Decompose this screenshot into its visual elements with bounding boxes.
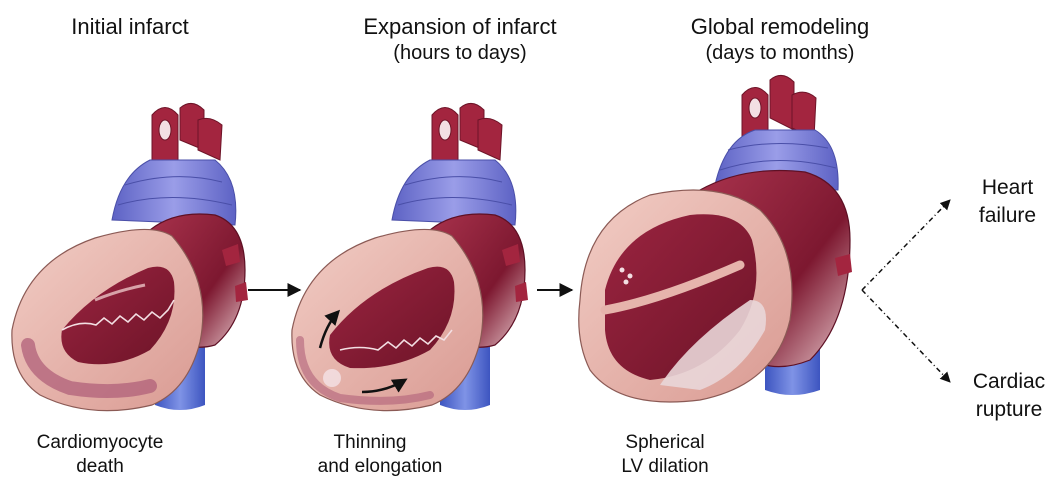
outcome-heart-failure-line1: Heart	[960, 176, 1055, 200]
stage2-caption-line1: Thinning	[290, 432, 450, 454]
stage3-caption-line1: Spherical	[590, 432, 740, 454]
heart-expansion-illustration	[292, 103, 528, 410]
outcome-heart-failure-line2: failure	[960, 204, 1055, 228]
stage3-title: Global remodeling	[660, 14, 900, 39]
outcome-cardiac-rupture-line2: rupture	[960, 398, 1058, 422]
arrow-to-cardiac-rupture	[862, 290, 950, 382]
stage1-caption-line2: death	[10, 456, 190, 478]
stage2-subtitle: (hours to days)	[360, 42, 560, 65]
stage2-caption-line2: and elongation	[290, 456, 470, 478]
heart-global-remodeling-illustration	[579, 75, 852, 402]
stage1-title: Initial infarct	[30, 14, 230, 39]
heart-initial-infarct-illustration	[12, 103, 248, 410]
arrow-to-heart-failure	[862, 200, 950, 290]
stage1-caption-line1: Cardiomyocyte	[10, 432, 190, 454]
stage3-caption-line2: LV dilation	[590, 456, 740, 478]
stage3-subtitle: (days to months)	[675, 42, 885, 65]
stage2-title: Expansion of infarct	[330, 14, 590, 39]
outcome-cardiac-rupture-line1: Cardiac	[960, 370, 1058, 394]
